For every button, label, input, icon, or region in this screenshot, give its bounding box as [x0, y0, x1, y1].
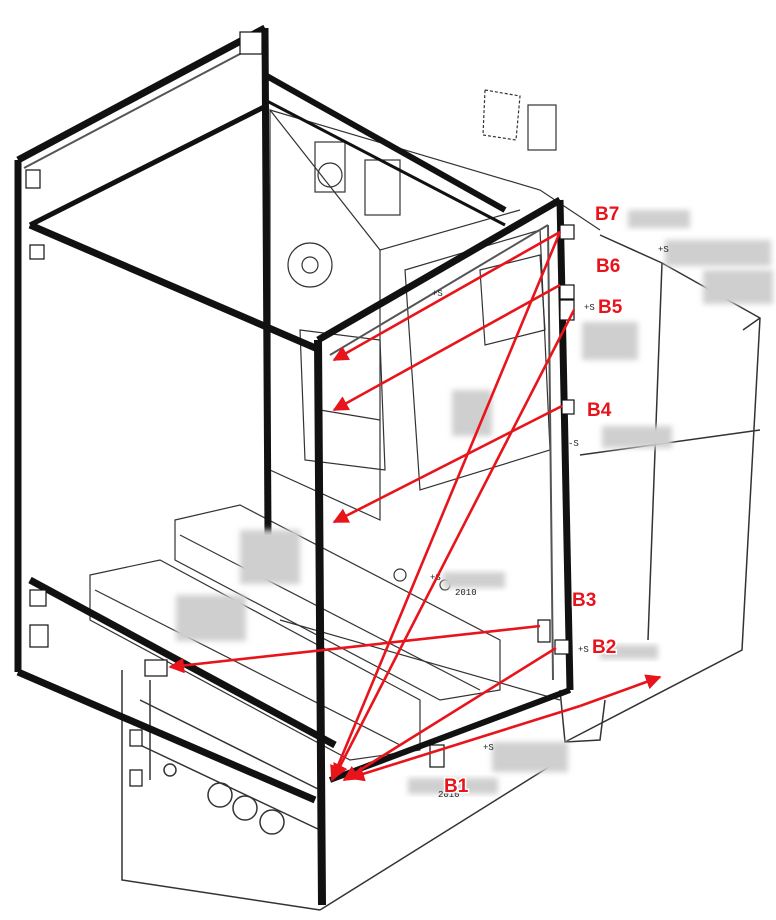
arrow-b7 — [332, 230, 561, 362]
callout-b7: B7 — [595, 204, 619, 225]
code-label: 2010 — [455, 588, 477, 598]
plus-s-label: +S — [578, 645, 589, 655]
arrow-b2 — [342, 646, 557, 782]
plus-s-label: +S — [483, 743, 494, 753]
callout-b4: B4 — [587, 400, 612, 421]
right-cabinet — [559, 234, 761, 744]
busbars — [89, 504, 561, 761]
code-label: 2010 — [438, 790, 460, 800]
plus-s-label: +S — [432, 289, 443, 299]
red-arrows — [168, 230, 662, 782]
callout-b1: B1 — [444, 776, 469, 797]
arrow-b3 — [168, 624, 541, 674]
arrow-b1-left — [348, 704, 581, 782]
callout-b5: B5 — [598, 297, 623, 318]
arrow-b7-down — [330, 231, 562, 782]
redacted-labels — [176, 210, 773, 794]
minus-s-label: -S — [568, 439, 579, 449]
arrow-b6 — [332, 283, 561, 412]
callout-b6: B6 — [596, 256, 620, 277]
frame-brackets — [25, 31, 575, 787]
callout-labels: B7 B6 B5 B4 B3 B2 B1 — [443, 203, 625, 799]
callout-b3: B3 — [572, 590, 596, 611]
plus-s-label: +S — [658, 245, 669, 255]
callout-b2: B2 — [592, 637, 616, 658]
arrow-b5 — [332, 309, 576, 780]
arrow-b1-right — [579, 674, 662, 708]
arrow-b4 — [332, 404, 563, 524]
base-box — [121, 670, 561, 911]
black-frame — [14, 24, 574, 906]
plus-s-label: +S — [584, 303, 595, 313]
